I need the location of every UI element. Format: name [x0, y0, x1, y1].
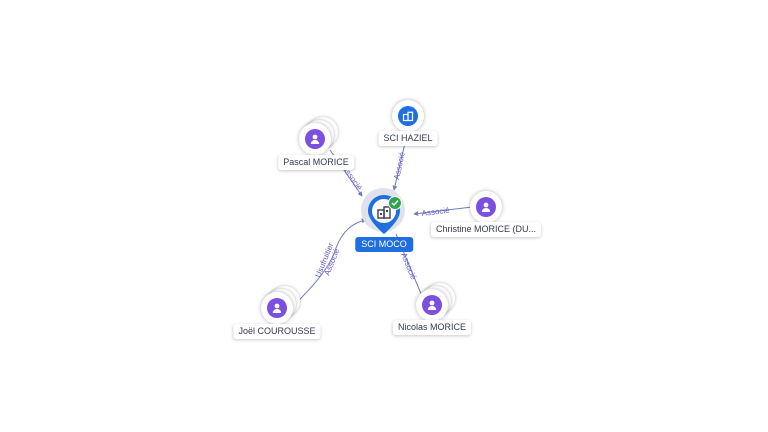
edge-label-nicolas-morice: Associé [399, 251, 418, 281]
person-icon [481, 202, 491, 212]
person-icon [427, 300, 437, 310]
person-avatar [267, 298, 287, 318]
building-icon [402, 111, 414, 122]
node-label-christine-morice[interactable]: Christine MORICE (DU... [430, 222, 542, 237]
node-label-nicolas-morice[interactable]: Nicolas MORICE [392, 320, 472, 335]
node-disc[interactable] [392, 100, 424, 132]
center-node-label[interactable]: SCI MOCO [355, 237, 413, 252]
node-disc[interactable] [261, 292, 293, 324]
node-disc[interactable] [299, 123, 331, 155]
node-disc[interactable] [470, 191, 502, 223]
company-avatar [398, 106, 418, 126]
edge-label-sci-haziel: Associé [392, 151, 407, 181]
edge-label-christine-morice: Associé [421, 206, 450, 218]
person-avatar [305, 129, 325, 149]
person-avatar [476, 197, 496, 217]
edge-joel-courousse [295, 218, 367, 304]
node-label-joel-courousse[interactable]: Joël COUROUSSE [233, 324, 321, 339]
building-icon [377, 206, 391, 219]
edge-christine-morice [413, 206, 473, 216]
node-label-pascal-morice[interactable]: Pascal MORICE [278, 155, 354, 170]
node-label-sci-haziel[interactable]: SCI HAZIEL [378, 131, 438, 146]
person-avatar [422, 295, 442, 315]
check-badge-icon [388, 196, 402, 210]
person-icon [310, 134, 320, 144]
person-icon [272, 303, 282, 313]
node-disc[interactable] [416, 289, 448, 321]
